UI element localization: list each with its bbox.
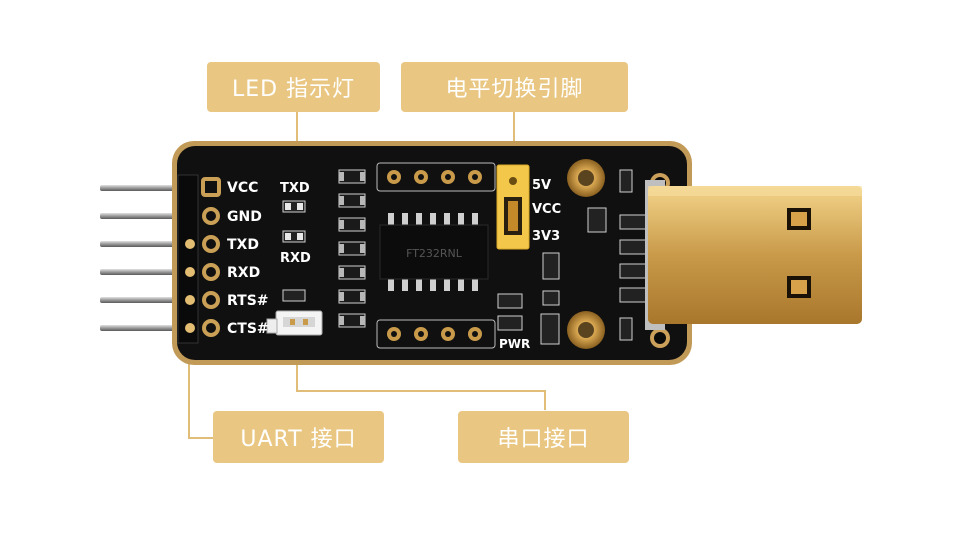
pin-label-rts: RTS# [227, 293, 269, 309]
jumper-label-vcc: VCC [532, 202, 561, 217]
callout-led-indicator: LED 指示灯 [207, 62, 380, 112]
jumper-label-3v3: 3V3 [532, 229, 560, 244]
pin-label-rxd: RXD [227, 265, 260, 281]
header-pins [100, 185, 184, 331]
pin-label-cts: CTS# [227, 321, 269, 337]
callout-level-switch: 电平切换引脚 [401, 62, 628, 112]
led-label-rxd: RXD [280, 251, 311, 266]
level-switch-jumper [496, 164, 530, 250]
pin-label-vcc: VCC [227, 180, 258, 196]
power-led-label: PWR [499, 337, 530, 351]
pin-label-gnd: GND [227, 209, 262, 225]
jumper-label-5v: 5V [532, 178, 551, 193]
serial-socket [266, 310, 323, 336]
callout-serial-interface: 串口接口 [458, 411, 629, 463]
pin-label-txd: TXD [227, 237, 259, 253]
ic-chip: FT232RNL [379, 213, 489, 291]
callout-uart-interface: UART 接口 [213, 411, 384, 463]
pcb-board: FT232RNL [172, 141, 692, 365]
usb-plug [645, 180, 862, 330]
led-label-txd: TXD [280, 181, 310, 196]
chip-marking: FT232RNL [406, 247, 463, 260]
